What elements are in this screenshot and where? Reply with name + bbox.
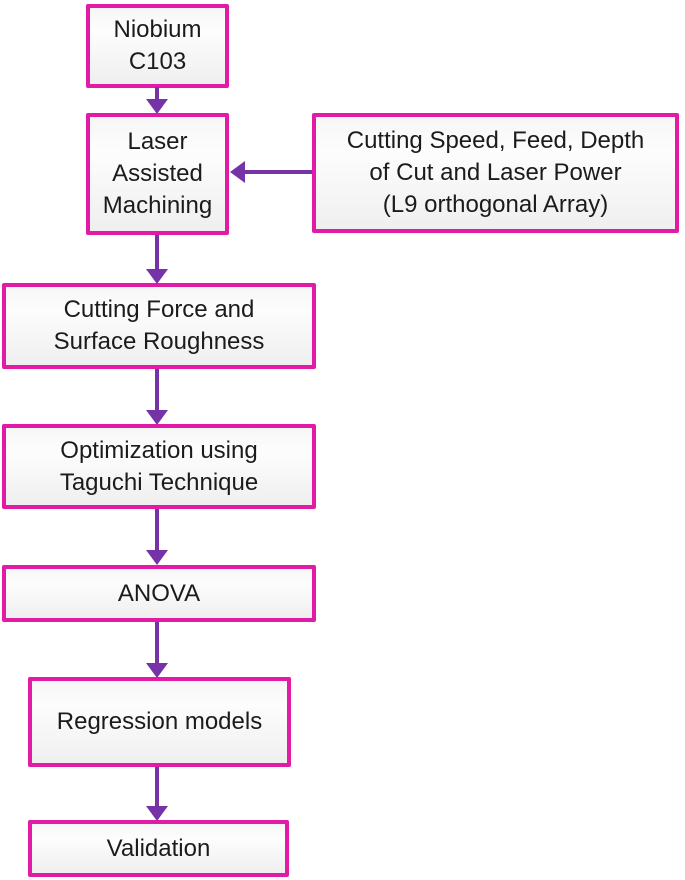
- node-label: Cutting Force and Surface Roughness: [53, 296, 265, 355]
- node-optimization-taguchi: Optimization using Taguchi Technique: [2, 424, 316, 509]
- arrow-left-head: [230, 161, 245, 183]
- arrow-params-to-lam: [230, 160, 312, 184]
- arrow-shaft: [155, 87, 159, 99]
- node-label: Niobium C103: [113, 16, 202, 75]
- arrow-anova-to-regression: [145, 622, 169, 678]
- arrow-lam-to-outputs: [145, 235, 169, 284]
- node-cutting-parameters: Cutting Speed, Feed, Depth of Cut and La…: [312, 113, 679, 233]
- arrow-shaft: [155, 767, 159, 806]
- arrow-shaft: [155, 622, 159, 663]
- arrow-outputs-to-optimization: [145, 369, 169, 425]
- arrow-shaft: [155, 369, 159, 410]
- node-label: Cutting Speed, Feed, Depth of Cut and La…: [346, 127, 645, 218]
- arrow-niobium-to-lam: [145, 87, 169, 114]
- node-label: Validation: [106, 834, 211, 862]
- node-label: Optimization using Taguchi Technique: [59, 436, 259, 496]
- arrow-regression-to-validation: [145, 767, 169, 821]
- node-laser-assisted-machining: Laser Assisted Machining: [86, 113, 229, 235]
- arrow-down-head: [146, 550, 168, 565]
- arrow-shaft: [245, 170, 312, 174]
- arrow-down-head: [146, 663, 168, 678]
- arrow-optimization-to-anova: [145, 509, 169, 565]
- arrow-down-head: [146, 99, 168, 114]
- arrow-down-head: [146, 410, 168, 425]
- node-niobium-c103: Niobium C103: [86, 4, 229, 88]
- node-label: ANOVA: [117, 579, 201, 607]
- arrow-down-head: [146, 806, 168, 821]
- node-anova: ANOVA: [2, 565, 316, 622]
- node-cutting-force-surface-roughness: Cutting Force and Surface Roughness: [2, 283, 316, 369]
- arrow-shaft: [155, 509, 159, 550]
- node-label: Laser Assisted Machining: [102, 128, 213, 219]
- node-regression-models: Regression models: [28, 677, 291, 767]
- node-label: Regression models: [56, 708, 263, 736]
- arrow-shaft: [155, 235, 159, 269]
- node-validation: Validation: [28, 820, 289, 877]
- arrow-down-head: [146, 269, 168, 284]
